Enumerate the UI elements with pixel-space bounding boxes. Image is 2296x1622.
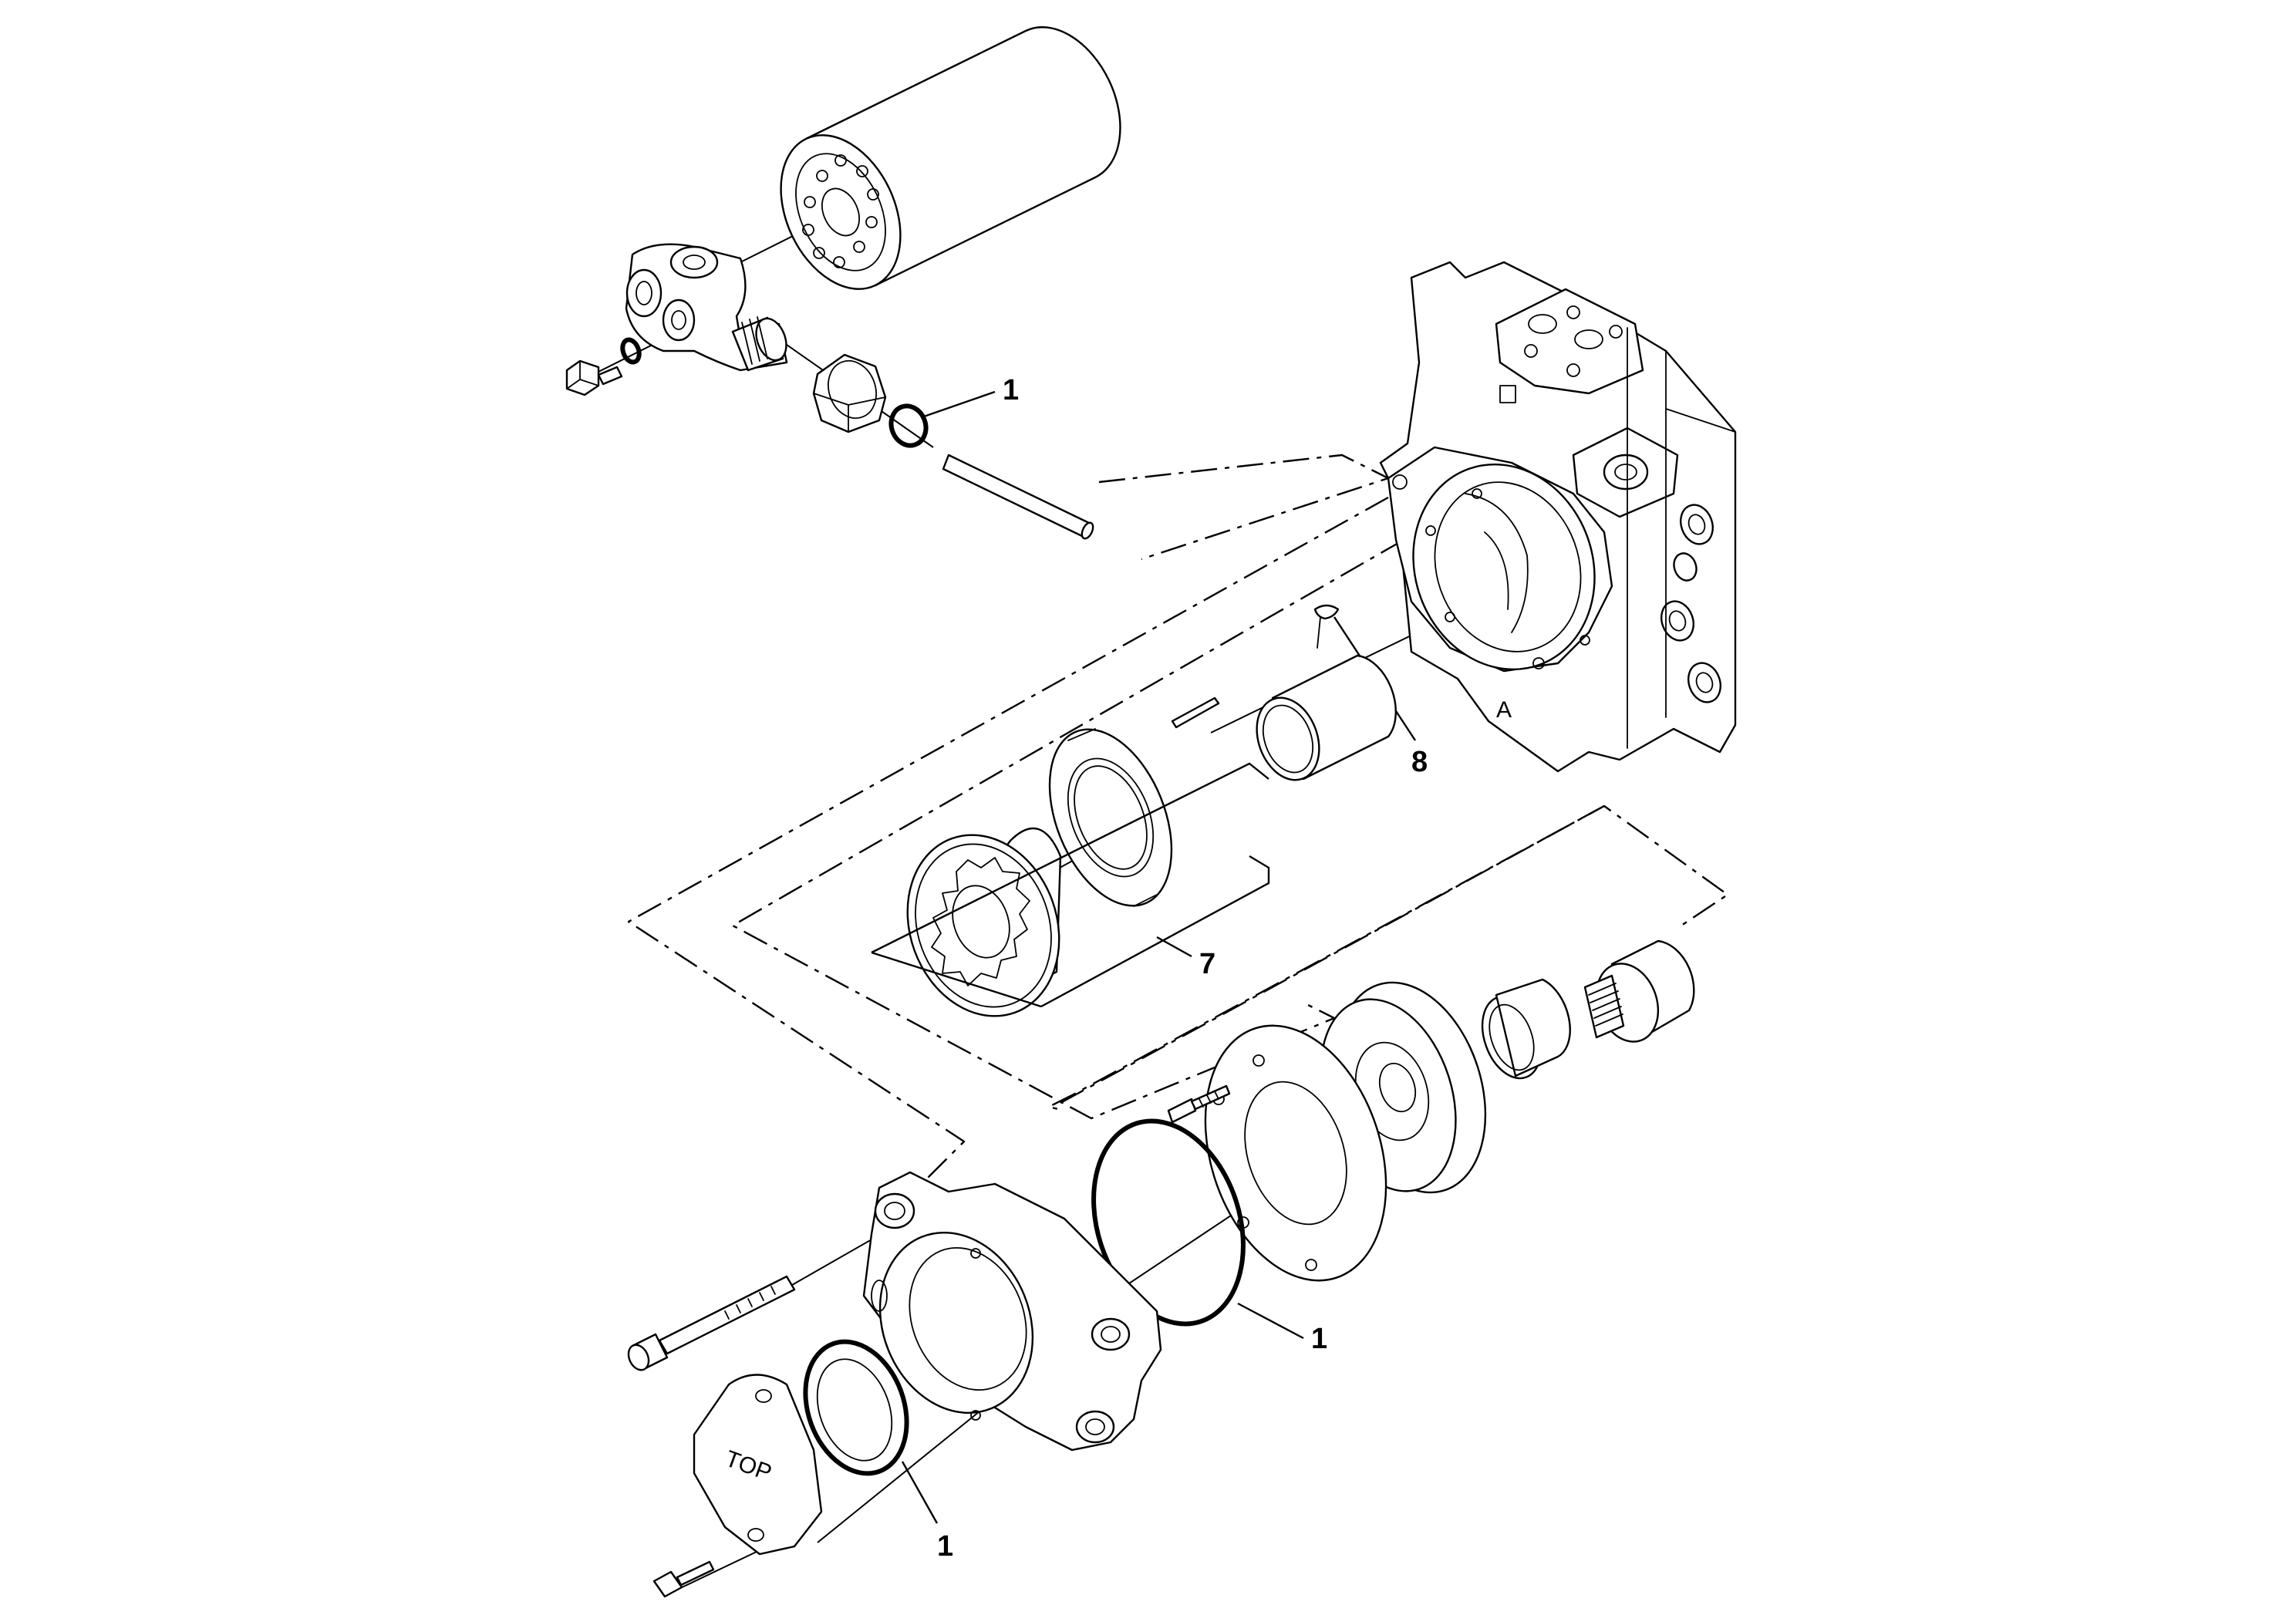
dashed-path-inner [731,538,1404,1120]
port-label-a: A [1496,697,1512,723]
top-cover-plate: TOP [693,1374,823,1556]
shaft-coupling [1583,939,1695,1043]
transfer-tube [942,454,1094,540]
bearing-ring [1481,978,1571,1080]
dowel-pin [1171,696,1220,729]
dashed-path-right [1060,804,1729,1104]
oring-top [888,403,929,448]
oring-large [1091,1118,1246,1327]
callout-1-bottom: 1 [937,1530,953,1563]
dashed-path-shaft [1047,804,1605,1112]
front-housing [862,1171,1162,1452]
dashed-path-tube [1098,454,1390,561]
shaft-seal-ring [803,1339,909,1476]
hex-nut [812,353,887,433]
small-oring [620,337,642,365]
dashed-assembly-lines [627,454,1729,1181]
bracket-c7-lower [871,762,1269,954]
callout-1-mid: 1 [1311,1323,1327,1355]
shaft-seal-inner [816,1358,893,1462]
leader-c1-top [923,390,996,418]
leader-c1-bottom [901,1461,939,1524]
filter-cartridge [780,26,1121,290]
callout-1-top: 1 [1003,374,1019,406]
bracket-c7-base [871,951,1042,1008]
filter-head [625,243,788,372]
woodruff-key [1313,604,1340,649]
cover-screw [652,1560,715,1598]
bushing-sleeve [1256,654,1397,781]
leader-c1-mid [1237,1302,1304,1340]
leader-c7 [1156,936,1192,958]
flange-screw [1167,1084,1231,1124]
pump-housing: A [1379,261,1737,773]
long-cap-bolt [627,1275,796,1371]
badge-s-icon [1499,385,1516,403]
plug-left [565,337,642,396]
bracket-c7-upper [1040,855,1270,1008]
wear-plate [1048,728,1173,907]
gerotor-gear-set [906,827,1062,1017]
axis-cover [817,1411,980,1543]
callout-8: 8 [1411,746,1428,778]
flange-plate [1204,1024,1387,1282]
axis-screw [678,1549,760,1590]
filter-holes [802,154,879,268]
callout-7: 7 [1199,948,1215,980]
dashed-path-outer [627,496,1389,1181]
